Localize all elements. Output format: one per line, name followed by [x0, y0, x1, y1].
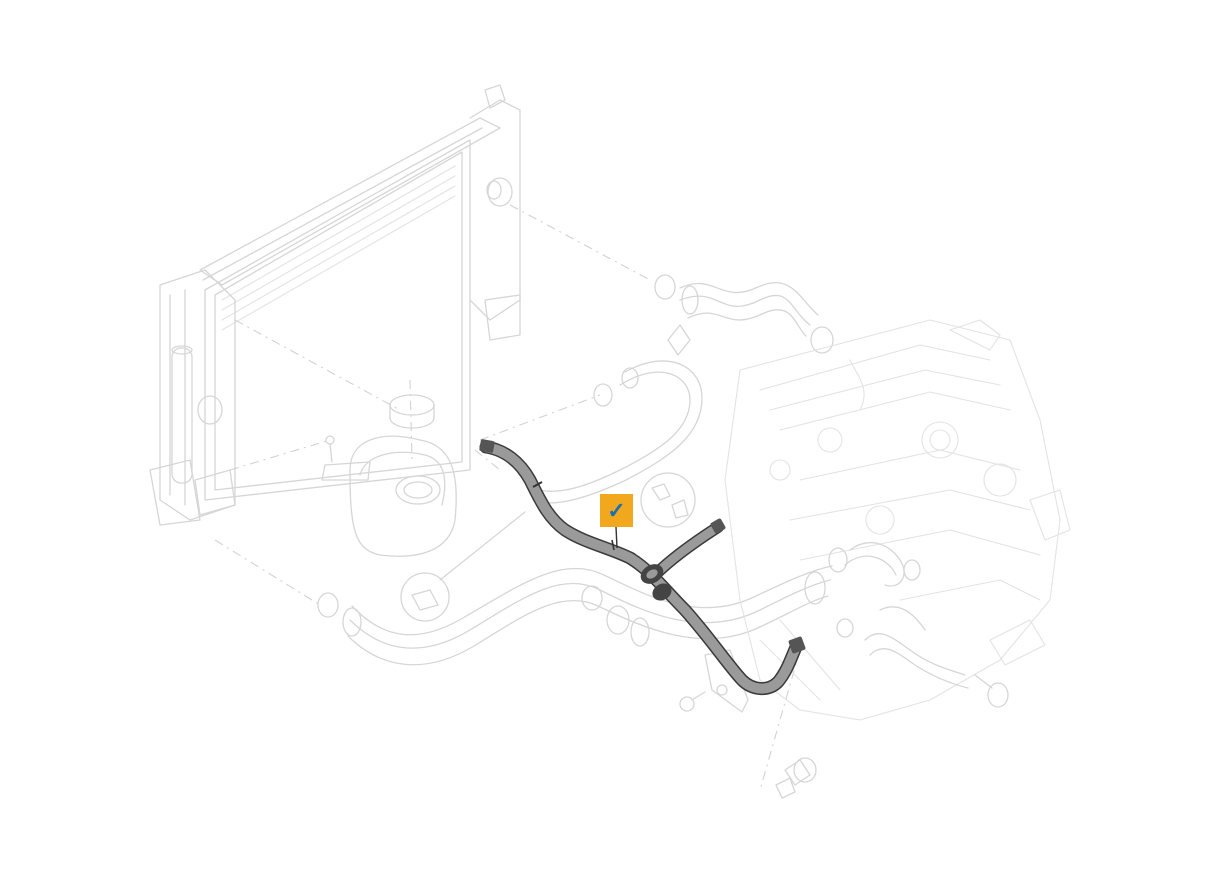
- engine-block: [724, 319, 1071, 721]
- detail-callout-connector: [640, 472, 696, 528]
- heater-hoses: [775, 541, 1009, 799]
- callout-leader-line: [615, 526, 618, 549]
- bypass-hose: [539, 324, 703, 504]
- upper-radiator-hose: [654, 274, 834, 354]
- badge-background: [600, 494, 633, 527]
- detail-callout-clip: [400, 511, 526, 622]
- mounting-bolt: [679, 691, 706, 712]
- lower-radiator-hose: [317, 565, 833, 666]
- selected-part-badge[interactable]: ✓: [600, 494, 633, 527]
- assembly-guide-lines: [214, 204, 801, 791]
- expansion-tank: [321, 394, 457, 557]
- highlighted-coolant-hose[interactable]: [479, 439, 806, 695]
- check-mark-icon: ✓: [607, 497, 626, 523]
- radiator: [149, 84, 521, 526]
